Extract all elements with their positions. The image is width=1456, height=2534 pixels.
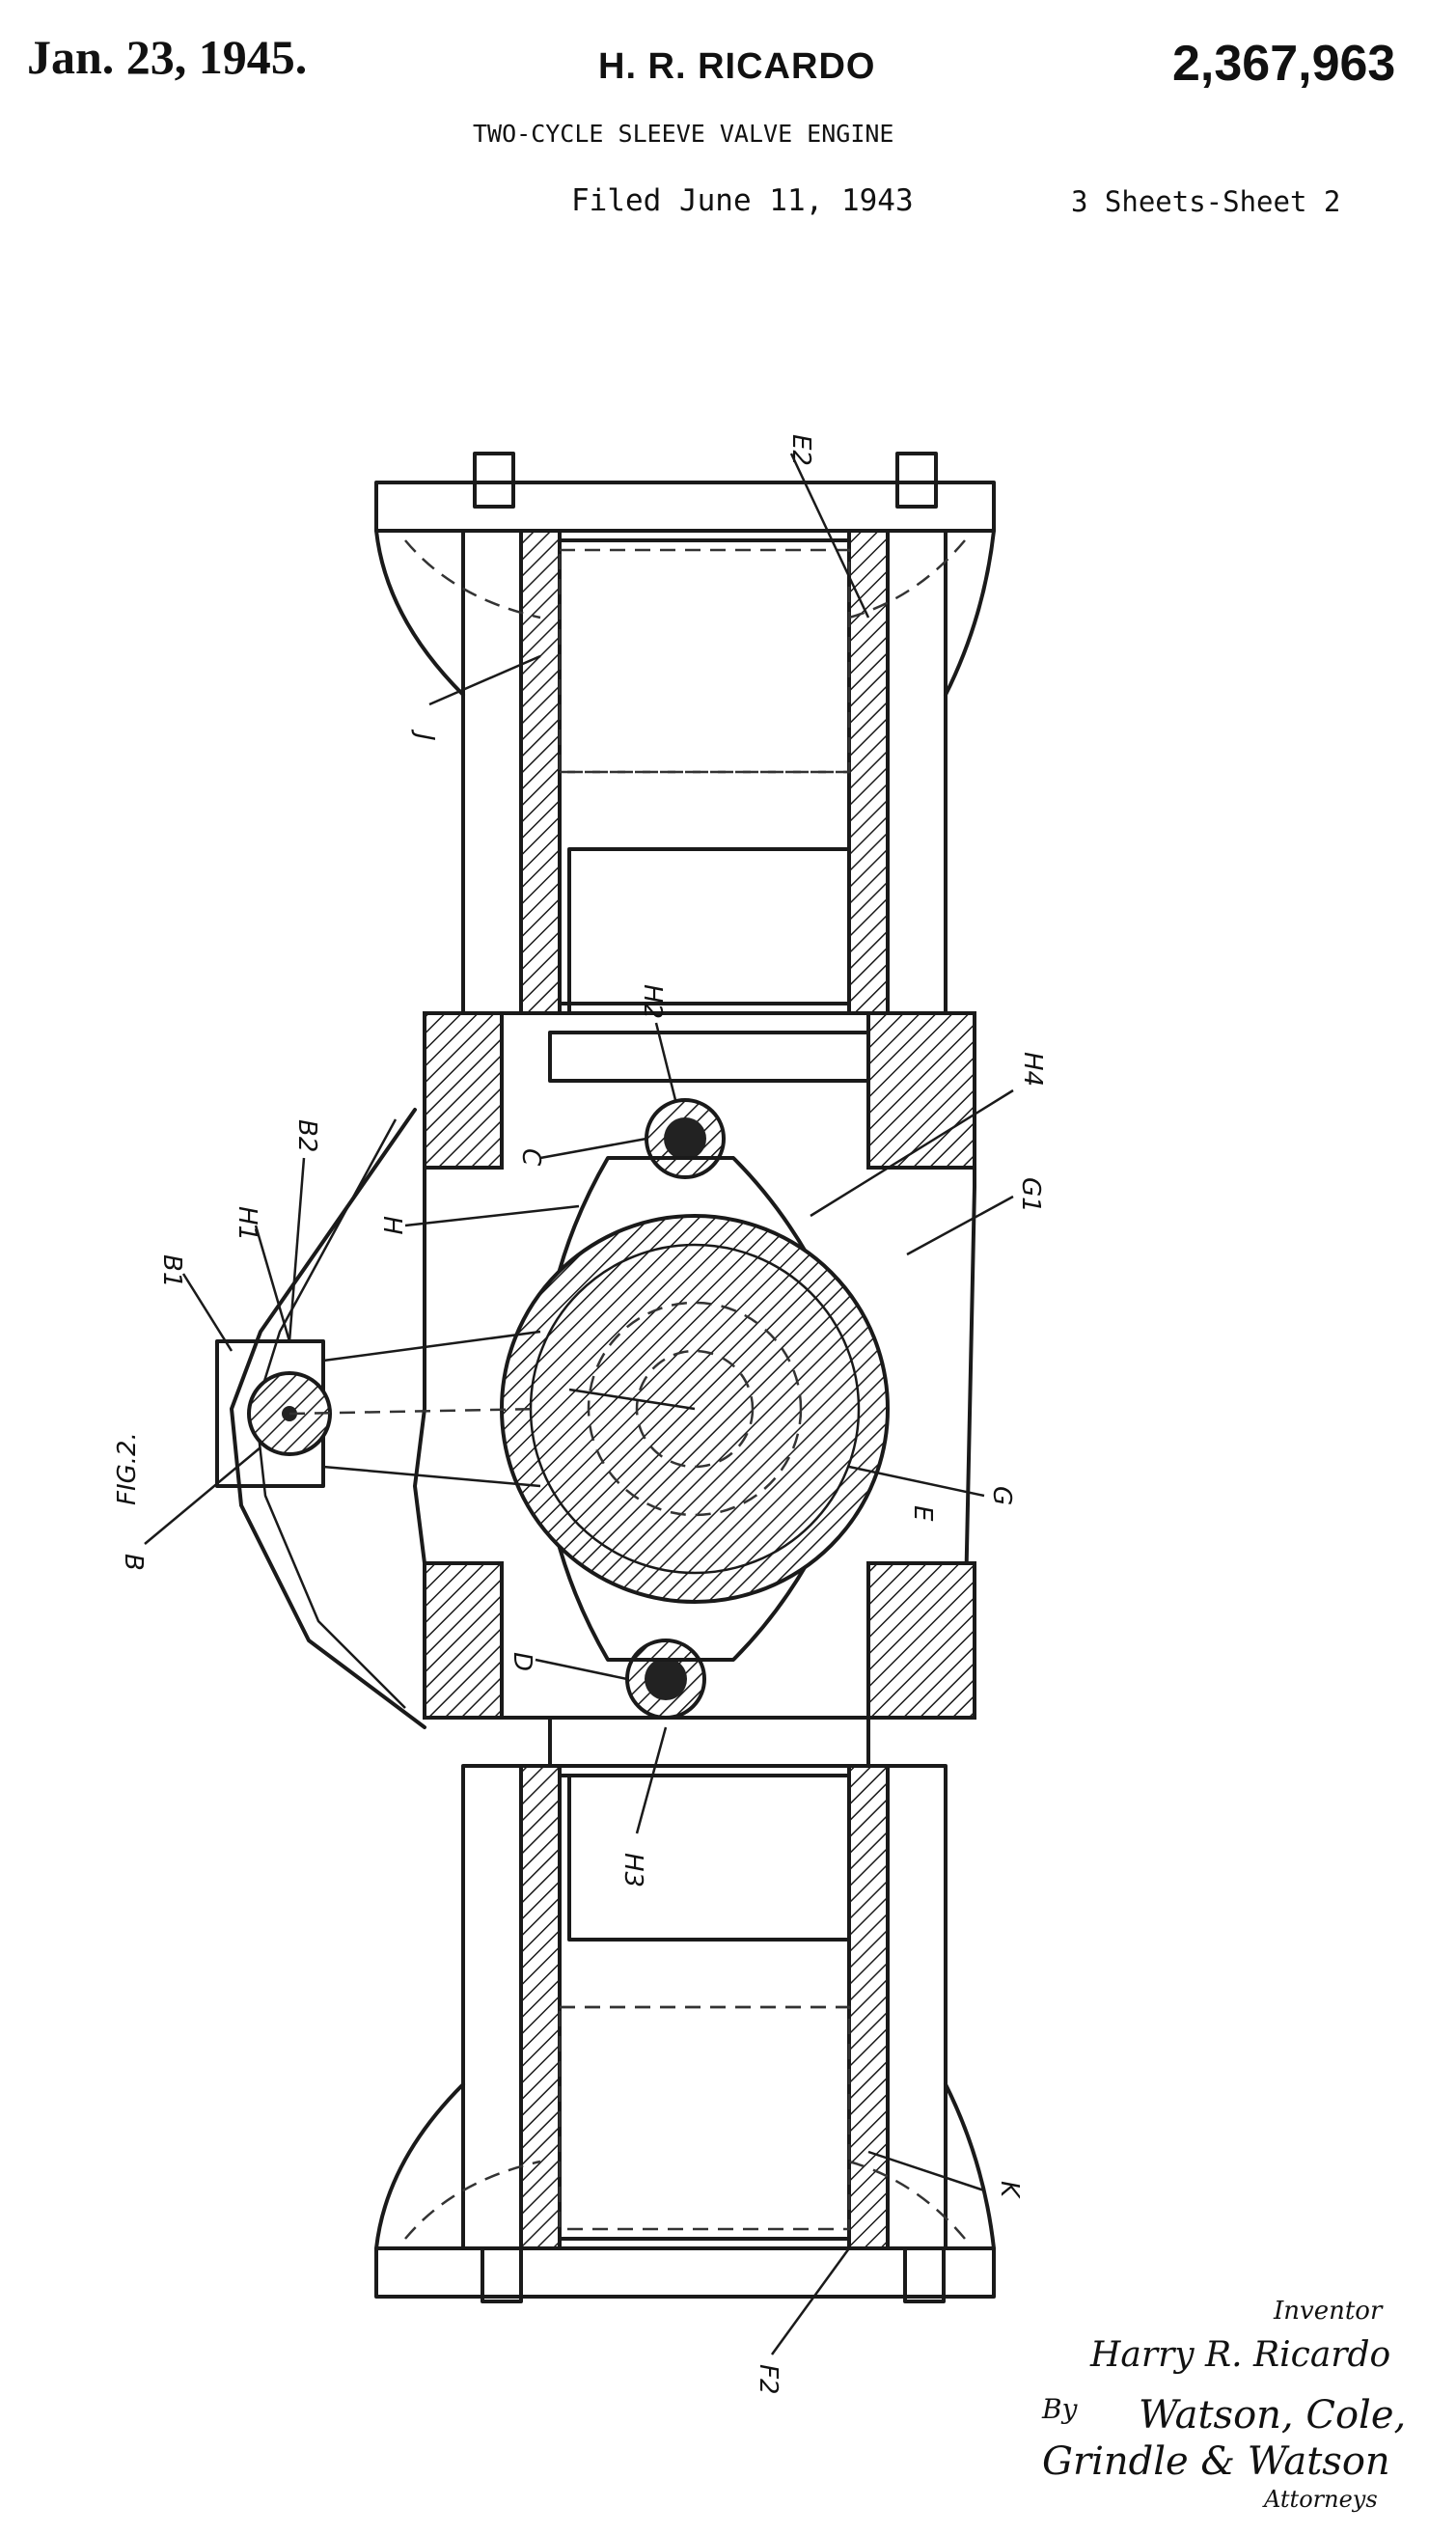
label-b2: B2 xyxy=(292,1119,321,1152)
patent-number: 2,367,963 xyxy=(1172,36,1396,92)
signature-block: Inventor Harry R. Ricardo By Watson, Col… xyxy=(1042,2297,1428,2519)
label-h4: H4 xyxy=(1018,1052,1047,1087)
attorney-firm-line-1: Watson, Cole, xyxy=(1139,2393,1407,2438)
label-c: C xyxy=(516,1148,545,1167)
patent-title: TWO-CYCLE SLEEVE VALVE ENGINE xyxy=(473,120,894,148)
figure-label: FIG.2. xyxy=(113,1432,142,1505)
label-d: D xyxy=(508,1652,536,1671)
attorneys-label: Attorneys xyxy=(1264,2486,1378,2513)
sheet-number: 3 Sheets-Sheet 2 xyxy=(1071,185,1341,218)
inventor-signature: Harry R. Ricardo xyxy=(1090,2335,1391,2375)
inventor-label: Inventor xyxy=(1274,2297,1383,2326)
label-j: J xyxy=(410,729,439,741)
filed-date: Filed June 11, 1943 xyxy=(571,183,914,218)
label-h: H xyxy=(377,1216,406,1235)
inventor-header: H. R. RICARDO xyxy=(598,46,876,87)
patent-date: Jan. 23, 1945. xyxy=(27,30,308,84)
label-h1: H1 xyxy=(233,1206,261,1241)
label-e2: E2 xyxy=(786,434,815,466)
label-h3: H3 xyxy=(618,1853,647,1887)
engine-outline xyxy=(215,452,996,2303)
attorney-firm-line-2: Grindle & Watson xyxy=(1042,2439,1390,2484)
label-f2: F2 xyxy=(754,2364,783,2395)
reference-labels: E2 J H2 H4 G1 C H H1 B2 B1 G B E D H3 K … xyxy=(119,434,1047,2395)
label-b: B xyxy=(119,1554,148,1571)
label-b1: B1 xyxy=(157,1254,186,1287)
label-k: K xyxy=(995,2181,1024,2199)
label-h2: H2 xyxy=(638,984,667,1019)
label-e: E xyxy=(908,1505,937,1522)
label-g1: G1 xyxy=(1016,1177,1045,1213)
by-label: By xyxy=(1042,2393,1078,2425)
label-g: G xyxy=(987,1486,1016,1505)
